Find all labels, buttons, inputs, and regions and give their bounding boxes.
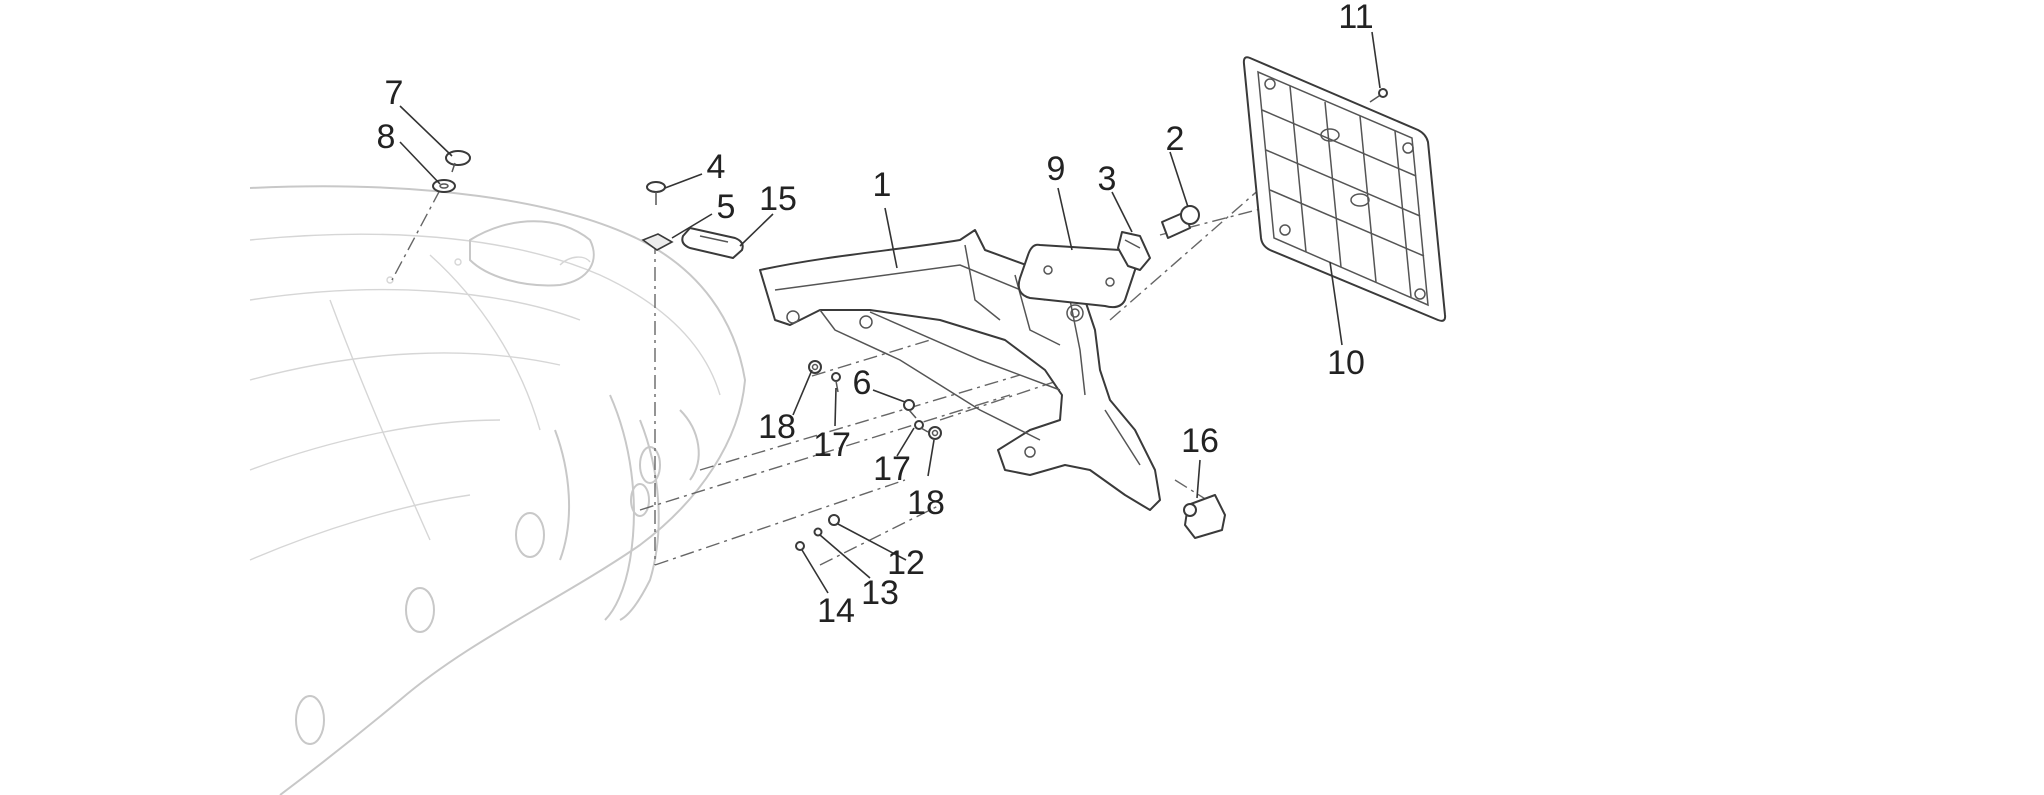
part-10-license-plate: [1242, 56, 1447, 322]
callout-18b: 18: [907, 484, 945, 522]
callout-2: 2: [1166, 120, 1185, 158]
part-3-clip-nut: [1117, 231, 1151, 271]
callout-17a: 17: [813, 426, 851, 464]
rear-body-ghost: [249, 185, 747, 795]
callout-3: 3: [1098, 160, 1117, 198]
part-2-screw: [1161, 205, 1200, 239]
callout-9: 9: [1047, 150, 1066, 188]
callout-8: 8: [377, 118, 396, 156]
part-4-screw: [646, 181, 666, 205]
callout-7: 7: [385, 74, 404, 112]
callout-18a: 18: [758, 408, 796, 446]
callout-13: 13: [861, 574, 899, 612]
part-9-spacer: [1017, 243, 1137, 309]
leader-lines: [399, 31, 1381, 594]
part-15-seal: [681, 227, 744, 259]
callout-4: 4: [707, 148, 726, 186]
part-11-screw: [1369, 88, 1388, 103]
part-5-clip-nut: [641, 233, 674, 251]
callout-11: 11: [1338, 0, 1373, 36]
callout-6: 6: [853, 364, 872, 402]
callout-16: 16: [1181, 422, 1219, 460]
part-16-cap: [1183, 494, 1226, 539]
small-fasteners: [795, 360, 942, 551]
callout-1: 1: [873, 166, 892, 204]
callout-14: 14: [817, 592, 855, 630]
callout-15: 15: [759, 180, 797, 218]
callout-5: 5: [717, 188, 736, 226]
callout-17b: 17: [873, 450, 911, 488]
callout-10: 10: [1327, 344, 1365, 382]
part-8-washer: [432, 179, 456, 193]
callout-labels: 1 2 3 4 5 6 7 8 9 10 11 12 13 14 15 16 1…: [377, 0, 1374, 630]
callout-12: 12: [887, 544, 925, 582]
part-7-screw: [445, 150, 471, 173]
